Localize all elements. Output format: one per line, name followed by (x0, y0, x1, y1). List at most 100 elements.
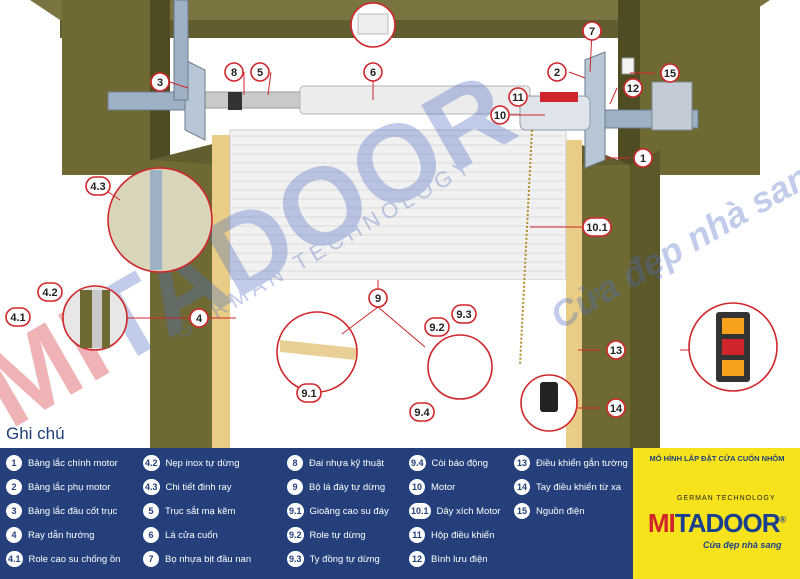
ceiling-beam (30, 0, 770, 20)
roller-door-curtain (229, 129, 567, 281)
detail-circle-9-2 (427, 334, 493, 400)
brand-slogan: Cửa đẹp nhà sang (703, 540, 782, 550)
callout-11: 11 (508, 87, 528, 107)
legend-item-number: 10 (409, 479, 425, 495)
svg-text:13: 13 (610, 345, 622, 357)
svg-text:9.1: 9.1 (301, 388, 316, 400)
svg-text:12: 12 (627, 83, 639, 95)
front-wall-right (570, 165, 630, 448)
right-door-frame (566, 140, 582, 448)
svg-text:5: 5 (257, 67, 263, 79)
callout-1: 1 (633, 148, 653, 168)
callout-2: 2 (547, 62, 567, 82)
legend-item-text: Điều khiển gắn tường (536, 457, 628, 469)
svg-text:6: 6 (370, 67, 376, 79)
left-plate (184, 59, 206, 141)
legend-item-number: 4.3 (143, 479, 160, 495)
callout-12: 12 (623, 78, 643, 98)
svg-text:4.2: 4.2 (42, 287, 57, 299)
brand-panel: MÔ HÌNH LẮP ĐẶT CỬA CUỐN NHÔM GERMAN TEC… (633, 448, 800, 579)
callout-labels: 1 2 3 4 4.1 4.2 4.3 5 6 7 8 9 9.1 9.2 9.… (5, 21, 680, 422)
legend-item-text: Ty đồng tự dừng (309, 553, 380, 565)
callout-7: 7 (582, 21, 602, 41)
callout-4-3: 4.3 (85, 176, 111, 196)
legend-item-number: 4 (6, 527, 22, 543)
legend-item-text: Còi báo động (431, 457, 489, 469)
svg-text:9: 9 (375, 293, 381, 305)
brand-logo: MITADOOR® (647, 508, 786, 538)
callout-6: 6 (363, 62, 383, 82)
legend-item-text: Bộ lá đáy tự dừng (309, 481, 386, 493)
callout-9-4: 9.4 (409, 402, 435, 422)
legend-item-number: 12 (409, 551, 425, 567)
callout-9-2: 9.2 (424, 317, 450, 337)
svg-text:8: 8 (231, 67, 237, 79)
legend-item-text: Hộp điều khiển (431, 529, 495, 541)
svg-text:9.2: 9.2 (429, 322, 444, 334)
motor-chain (519, 129, 533, 366)
svg-text:9.4: 9.4 (414, 407, 430, 419)
legend-item-text: Bảng lắc đầu cốt trục (28, 505, 118, 517)
legend-item-number: 9.1 (287, 503, 304, 519)
legend-item-number: 4.1 (6, 551, 23, 567)
legend-item-number: 2 (6, 479, 22, 495)
svg-text:1: 1 (640, 153, 646, 165)
legend-item-text: Gioăng cao su đáy (309, 505, 389, 517)
legend-item-text: Lá cửa cuốn (165, 529, 218, 541)
legend-item-number: 6 (143, 527, 159, 543)
callout-13: 13 (606, 340, 626, 360)
brand-german-tagline: GERMAN TECHNOLOGY (677, 495, 776, 502)
callout-9-3: 9.3 (451, 304, 477, 324)
legend-item-number: 15 (514, 503, 530, 519)
legend-item-number: 14 (514, 479, 530, 495)
legend-item-number: 7 (143, 551, 159, 567)
svg-text:4: 4 (196, 313, 203, 325)
svg-text:11: 11 (512, 92, 524, 104)
callout-15: 15 (660, 63, 680, 83)
legend-item-number: 9 (287, 479, 303, 495)
legend-item-text: Bình lưu điện (431, 553, 488, 565)
legend-item: 2 Bảng lắc phụ motor (6, 478, 110, 496)
svg-text:10: 10 (494, 110, 506, 122)
callout-9: 9 (368, 288, 388, 308)
legend-item-text: Ray dẫn hướng (28, 529, 95, 541)
legend-item: 3 Bảng lắc đầu cốt trục (6, 502, 117, 520)
left-door-frame (212, 135, 230, 448)
legend-item-text: Bảng lắc chính motor (28, 457, 118, 469)
callout-14: 14 (606, 398, 626, 418)
legend-item: 9 Bộ lá đáy tự dừng (287, 478, 385, 496)
right-plate (584, 51, 606, 169)
legend-item-number: 13 (514, 455, 530, 471)
brand-panel-title: MÔ HÌNH LẮP ĐẶT CỬA CUỐN NHÔM (649, 454, 785, 463)
callout-10-1: 10.1 (582, 217, 612, 237)
legend-item-text: Đai nhựa kỹ thuật (309, 457, 385, 469)
svg-text:7: 7 (589, 26, 595, 38)
callout-4-1: 4.1 (5, 307, 31, 327)
legend-item: 6 Lá cửa cuốn (143, 526, 218, 544)
legend-item-text: Bảng lắc phụ motor (28, 481, 111, 493)
callout-4: 4 (189, 308, 209, 328)
callout-8: 8 (224, 62, 244, 82)
svg-text:9.3: 9.3 (456, 309, 471, 321)
plastic-belt (228, 92, 242, 110)
legend-item: 9.1 Gioăng cao su đáy (287, 502, 389, 520)
legend-item-number: 3 (6, 503, 22, 519)
svg-text:3: 3 (157, 77, 163, 89)
legend-item-number: 10.1 (409, 503, 431, 519)
legend-item: 12 Bình lưu điện (409, 550, 488, 568)
callout-3: 3 (150, 72, 170, 92)
svg-text:4.1: 4.1 (10, 312, 25, 324)
